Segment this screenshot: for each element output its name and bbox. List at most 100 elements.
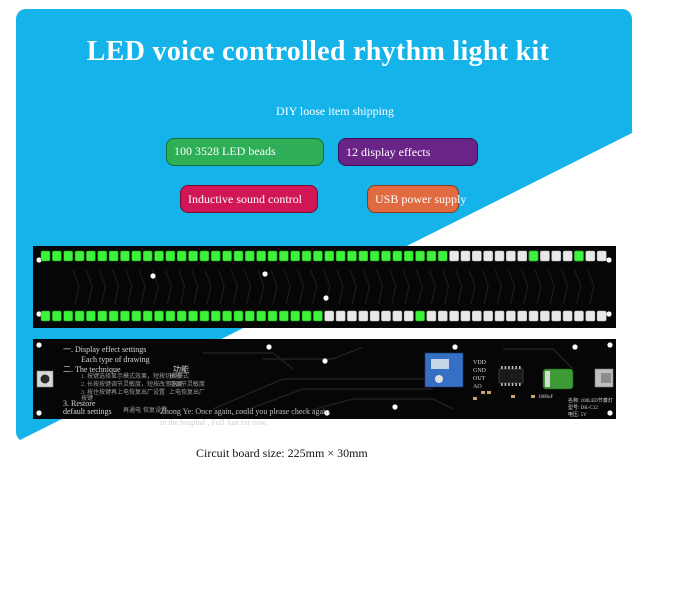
- pcb-back-graphic: [36, 342, 614, 416]
- led-bead: [471, 310, 482, 322]
- led-bead: [392, 310, 403, 322]
- led-bead: [301, 310, 312, 322]
- page-title: LED voice controlled rhythm light kit: [86, 36, 550, 67]
- led-bead: [562, 250, 573, 262]
- usb-port-inner: [601, 373, 611, 383]
- mounting-hole: [150, 273, 156, 279]
- led-bead: [335, 310, 346, 322]
- pcb-trace: [270, 269, 278, 305]
- ic-pin: [504, 366, 507, 369]
- pcb-trace: [296, 269, 305, 305]
- tact-switch-knob: [40, 374, 50, 384]
- led-bead: [313, 250, 323, 262]
- led-board-front: [33, 246, 616, 328]
- instruction-line: Each type of drawing: [81, 355, 150, 364]
- led-bead: [74, 310, 85, 322]
- led-bead: [585, 310, 596, 322]
- led-bead: [267, 250, 278, 262]
- ic-chip: [498, 368, 524, 384]
- pcb-trace: [468, 269, 476, 305]
- led-bead: [483, 250, 493, 262]
- smd-resistor: [487, 391, 491, 394]
- pcb-trace: [560, 269, 569, 305]
- model-line-1: 名称: 100LED节奏灯: [568, 399, 613, 404]
- pin-label-ao: AO: [473, 384, 482, 390]
- led-bead: [74, 250, 85, 262]
- mounting-hole: [266, 344, 272, 350]
- led-bead: [52, 250, 62, 262]
- pcb-trace: [98, 269, 107, 305]
- led-bead: [347, 250, 357, 262]
- pcb-trace: [191, 269, 199, 305]
- led-bead: [176, 250, 187, 262]
- pcb-trace: [72, 269, 80, 305]
- led-bead: [358, 250, 369, 262]
- overlay-text-line-2: in the hospital , Full Just for now.: [160, 418, 268, 427]
- led-bead: [188, 310, 198, 322]
- silk-text-1: 1. 按键选择显示模式效果，短按切换模式: [81, 374, 190, 380]
- pcb-trace: [212, 358, 454, 410]
- pin-label-vdd: VDD: [473, 360, 486, 366]
- pcb-trace: [257, 269, 265, 305]
- ic-pin: [511, 383, 514, 386]
- mounting-hole: [36, 311, 42, 317]
- silk-text-9: 上电恢复出厂: [169, 390, 206, 396]
- led-bead: [120, 250, 130, 262]
- led-bead: [540, 310, 550, 322]
- mounting-hole: [392, 404, 398, 410]
- led-bead: [301, 250, 312, 262]
- silk-text-3: 3. 按住按键再上电恢复出厂设置: [81, 390, 166, 396]
- feature-led-beads: 100 3528 LED beads: [166, 138, 324, 166]
- led-bead: [120, 310, 130, 322]
- led-bead: [245, 250, 255, 262]
- pin-label-out: OUT: [473, 376, 486, 382]
- led-bead: [369, 250, 380, 262]
- mic-module-chip: [431, 359, 449, 369]
- led-bead: [415, 250, 425, 262]
- pcb-trace: [587, 269, 595, 305]
- led-bead: [392, 250, 403, 262]
- mounting-hole: [323, 295, 329, 301]
- led-bead: [131, 310, 142, 322]
- led-bead: [199, 250, 210, 262]
- model-line-3: 电压: 5V: [568, 413, 587, 418]
- led-bead: [506, 250, 516, 262]
- led-bead: [97, 310, 108, 322]
- led-bead: [585, 250, 596, 262]
- led-bead: [40, 310, 51, 322]
- led-bead: [222, 310, 232, 322]
- led-bead: [426, 250, 437, 262]
- mounting-hole: [607, 342, 613, 348]
- capacitor-label: 1000uF: [538, 395, 554, 400]
- led-bead: [347, 310, 357, 322]
- restore-line-1: 3. Restore: [63, 399, 96, 408]
- mounting-hole: [324, 410, 330, 416]
- pcb-trace: [389, 269, 397, 305]
- led-bead: [233, 310, 244, 322]
- silk-text-6: 恢复设置: [143, 408, 168, 414]
- pcb-trace: [455, 269, 463, 305]
- pcb-trace: [574, 269, 582, 305]
- led-bead: [437, 310, 448, 322]
- led-bead: [517, 250, 528, 262]
- led-bead: [574, 250, 584, 262]
- led-bead: [437, 250, 448, 262]
- led-bead: [165, 310, 176, 322]
- smd-resistor: [531, 395, 535, 398]
- pcb-trace: [508, 269, 516, 305]
- led-bead: [596, 310, 607, 322]
- led-bead: [358, 310, 369, 322]
- led-bead: [494, 310, 505, 322]
- silk-text-2: 2. 长按按键调节灵敏度，短按改变速度: [81, 382, 184, 388]
- led-board-graphic: [36, 250, 612, 322]
- pcb-trace: [204, 269, 212, 305]
- led-bead: [52, 310, 62, 322]
- led-bead: [108, 250, 119, 262]
- mounting-hole: [606, 257, 612, 263]
- feature-usb-power: USB power supply: [367, 185, 466, 213]
- silk-text-7: 长按: [169, 374, 182, 380]
- led-bead: [335, 250, 346, 262]
- mounting-hole: [36, 257, 42, 263]
- led-bead: [210, 310, 221, 322]
- pcb-trace: [521, 269, 529, 305]
